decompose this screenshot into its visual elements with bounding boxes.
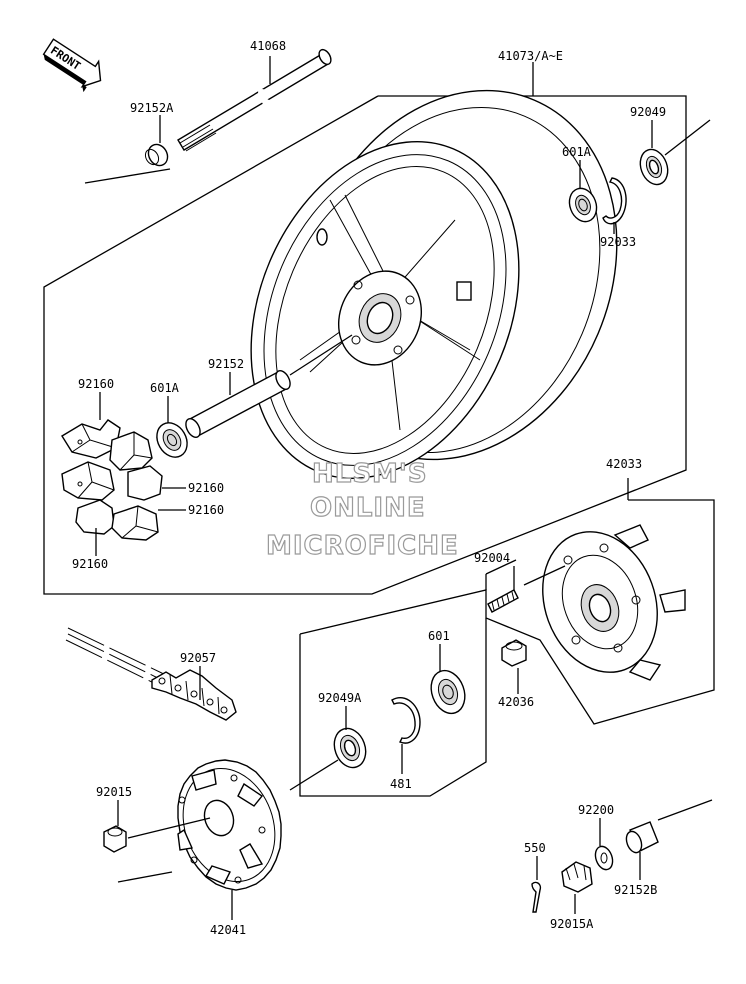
label-92152A: 92152A bbox=[130, 101, 174, 115]
label-601A-top: 601A bbox=[562, 145, 592, 159]
label-92160-a: 92160 bbox=[78, 377, 114, 391]
circlip-481 bbox=[391, 697, 421, 744]
label-92049: 92049 bbox=[630, 105, 666, 119]
watermark-line-2: ONLINE bbox=[310, 493, 426, 523]
bearing-601A-top bbox=[568, 187, 598, 223]
circlip-92033 bbox=[602, 177, 627, 225]
watermark-line-1: HLSM'S bbox=[312, 459, 428, 489]
rear-wheel-rim bbox=[250, 89, 618, 480]
label-92152B: 92152B bbox=[614, 883, 657, 897]
cotter-pin-550 bbox=[531, 881, 542, 913]
label-42036: 42036 bbox=[498, 695, 534, 709]
label-481: 481 bbox=[390, 777, 412, 791]
label-92004: 92004 bbox=[474, 551, 510, 565]
label-42041: 42041 bbox=[210, 923, 246, 937]
collar-92152 bbox=[185, 370, 291, 438]
bearing-601A-mid bbox=[156, 422, 188, 458]
label-92015: 92015 bbox=[96, 785, 132, 799]
label-92033: 92033 bbox=[600, 235, 636, 249]
watermark: HLSM'S ONLINE MICROFICHE bbox=[265, 458, 459, 561]
label-41073: 41073/A~E bbox=[498, 49, 563, 63]
wheel-assembly-frame bbox=[43, 95, 687, 595]
damper-92160-d bbox=[75, 499, 159, 541]
damper-92160-b bbox=[109, 431, 153, 471]
label-550: 550 bbox=[524, 841, 546, 855]
watermark-line-3: MICROFICHE bbox=[266, 531, 459, 561]
label-601A-mid: 601A bbox=[150, 381, 180, 395]
washer-92200 bbox=[594, 845, 614, 871]
label-92160-d: 92160 bbox=[72, 557, 108, 571]
label-92160-c: 92160 bbox=[188, 503, 224, 517]
sprocket-hub-frame bbox=[299, 499, 715, 725]
rear-sprocket-42041 bbox=[177, 759, 282, 891]
label-92049A: 92049A bbox=[318, 691, 362, 705]
oil-seal-92049 bbox=[639, 148, 669, 186]
drive-chain-92057 bbox=[65, 627, 237, 721]
nut-42036 bbox=[501, 639, 527, 667]
label-92160-b: 92160 bbox=[188, 481, 224, 495]
label-92152: 92152 bbox=[208, 357, 244, 371]
front-direction-arrow: FRONT bbox=[42, 38, 102, 93]
label-92200: 92200 bbox=[578, 803, 614, 817]
coupling-42033 bbox=[542, 524, 686, 681]
axle-41068 bbox=[177, 48, 332, 152]
label-601: 601 bbox=[428, 629, 450, 643]
label-92057: 92057 bbox=[180, 651, 216, 665]
bearing-601 bbox=[430, 669, 466, 715]
damper-92160-a bbox=[61, 419, 121, 459]
nut-92015 bbox=[103, 825, 127, 853]
collar-92152B bbox=[625, 821, 659, 854]
stud-92004 bbox=[487, 589, 519, 613]
label-42033: 42033 bbox=[606, 457, 642, 471]
label-92015A: 92015A bbox=[550, 917, 594, 931]
label-41068: 41068 bbox=[250, 39, 286, 53]
castle-nut-92015A bbox=[561, 861, 593, 893]
collar-92152A bbox=[144, 143, 169, 167]
oil-seal-92049A bbox=[333, 727, 367, 769]
damper-92160-c bbox=[61, 461, 163, 501]
